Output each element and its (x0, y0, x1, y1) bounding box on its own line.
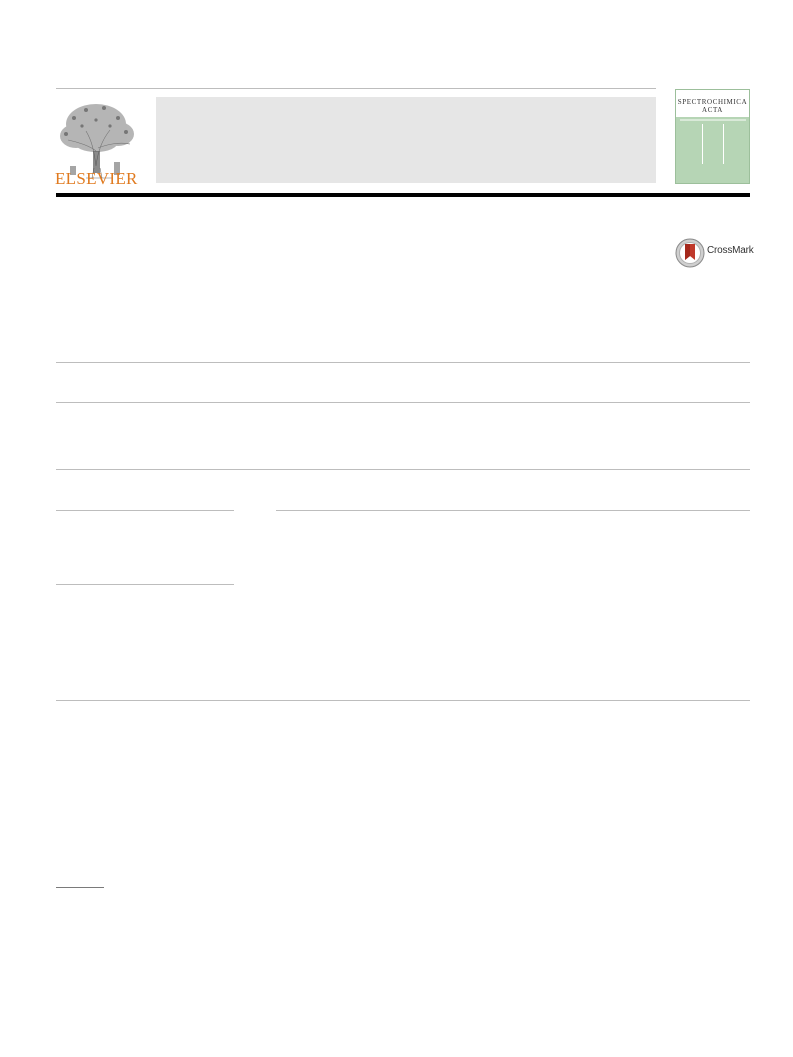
rule-after-title (56, 362, 750, 363)
journal-header-box (156, 97, 656, 183)
rule-after-abstract (56, 700, 750, 701)
journal-cover[interactable]: SPECTROCHIMICA ACTA (675, 89, 750, 184)
cover-title-band (676, 90, 749, 117)
elsevier-tree-logo (60, 104, 134, 179)
article-info-rule (56, 510, 234, 511)
cover-title: SPECTROCHIMICA (677, 98, 748, 106)
cover-strip (680, 119, 746, 121)
crossmark-icon[interactable] (675, 238, 705, 268)
crossmark-label[interactable]: CrossMark (707, 245, 754, 256)
cover-stripe-left (702, 124, 703, 164)
header-top-rule (56, 88, 656, 89)
cover-subtitle: ACTA (702, 106, 723, 114)
header-bottom-rule (56, 193, 750, 197)
publisher-wordmark[interactable]: ELSEVIER (55, 169, 138, 188)
keywords-rule (56, 584, 234, 585)
rule-after-affiliations (56, 469, 750, 470)
footnote-separator (56, 887, 104, 888)
rule-after-authors (56, 402, 750, 403)
cover-stripe-right (723, 124, 724, 164)
abstract-rule (276, 510, 750, 511)
